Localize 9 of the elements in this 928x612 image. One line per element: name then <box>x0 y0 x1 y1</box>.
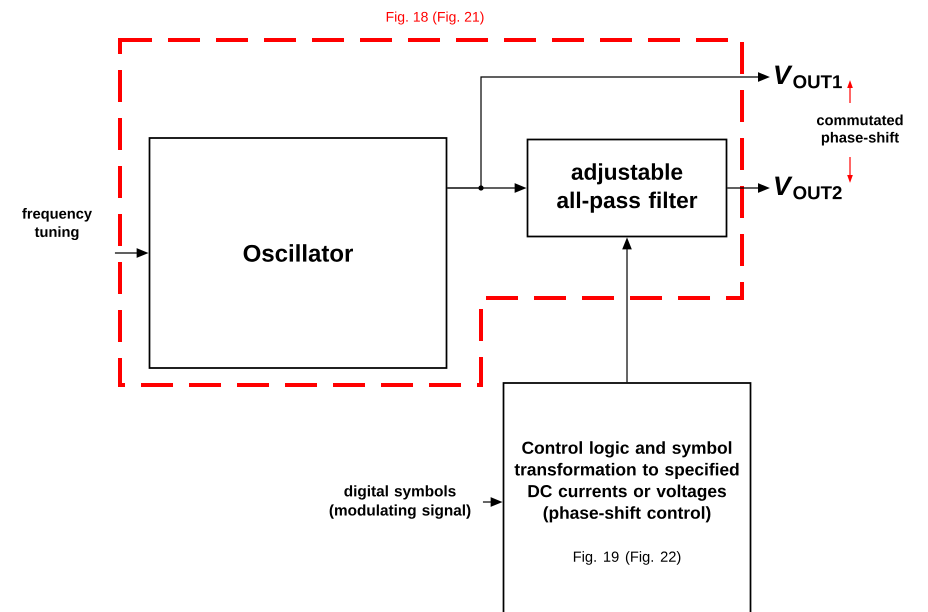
output-label: V$_{OUT2}$ <box>775 176 842 200</box>
filter-box: adjustable all-pass filter <box>526 138 728 238</box>
figure-reference: Fig. 18 (Fig. 21) <box>386 11 484 25</box>
annotation-label: commutated phase-shift <box>816 114 903 146</box>
input-label: digital symbols (modulating signal) <box>330 485 470 519</box>
control-logic-box: Control logic and symbol transformation to specified DC currents or voltages (phase-shift control) Fig. 19 (Fig. 22) <box>502 382 752 612</box>
output-label: V$_{OUT1}$ <box>775 66 842 88</box>
oscillator-box: Oscillator <box>148 137 448 369</box>
input-label: frequency tuning <box>22 208 92 240</box>
